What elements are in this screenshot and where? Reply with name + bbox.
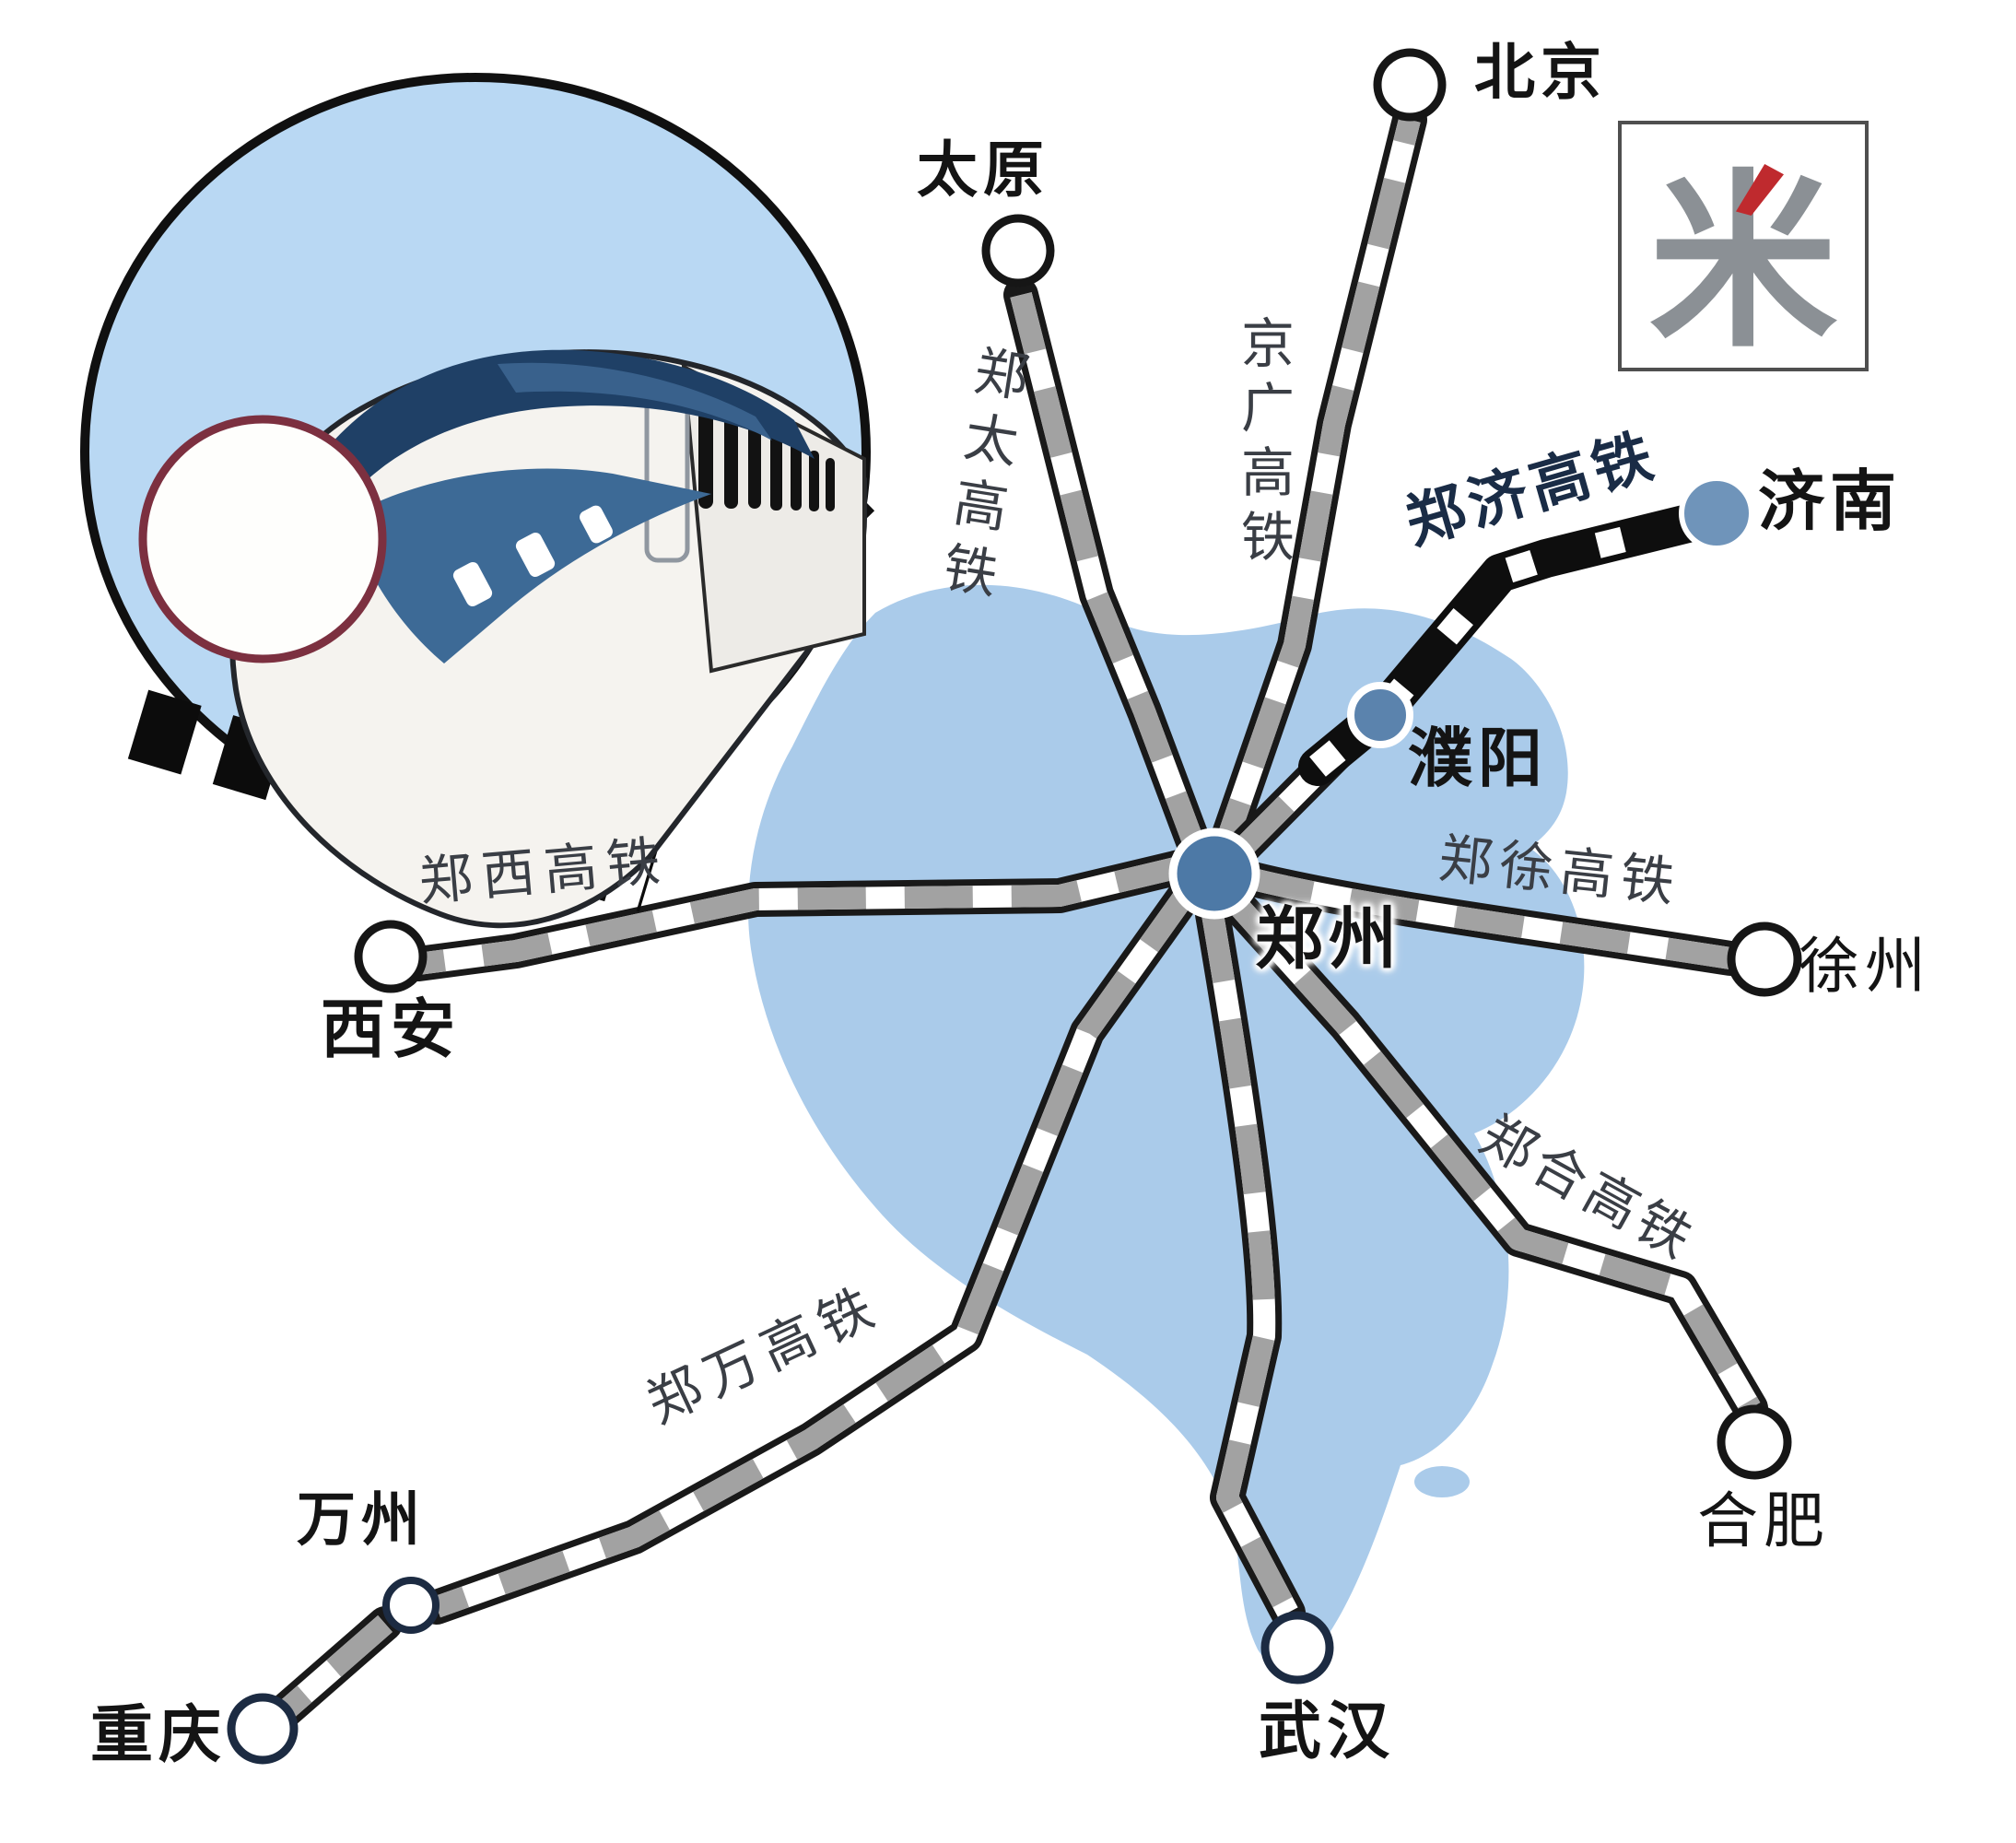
- station-label-wanzhou: 万州: [297, 1486, 426, 1555]
- station-label-hefei: 合肥: [1697, 1485, 1830, 1556]
- station-label-jinan: 济南: [1758, 463, 1903, 540]
- station-label-beijing: 北京: [1474, 37, 1607, 108]
- station-xian: [354, 920, 428, 993]
- station-puyang: [1347, 682, 1413, 748]
- station-label-wuhan: 武汉: [1259, 1696, 1396, 1768]
- station-jinan: [1679, 475, 1754, 551]
- henan-province-shape: [748, 584, 1585, 1667]
- station-taiyuan: [981, 214, 1055, 288]
- windshield-glare: [498, 362, 772, 440]
- station-zhengzhou: [1168, 828, 1260, 920]
- station-chongqing: [227, 1693, 299, 1765]
- station-hefei: [1717, 1404, 1792, 1480]
- station-xuzhou: [1727, 922, 1802, 997]
- station-label-xian: 西安: [321, 992, 461, 1067]
- carriage-windows-icon: [698, 398, 835, 511]
- mi-badge-box: [1618, 121, 1869, 371]
- cab-windows-icon: [452, 505, 613, 606]
- station-label-puyang: 濮阳: [1408, 721, 1548, 796]
- station-wanzhou: [382, 1577, 440, 1634]
- station-label-xuzhou: 徐州: [1799, 931, 1931, 1002]
- station-wuhan: [1260, 1611, 1334, 1685]
- line-label-jingguang: 京广高铁: [1232, 315, 1295, 573]
- station-label-chongqing: 重庆: [90, 1699, 228, 1772]
- province-fragment: [1414, 1466, 1470, 1497]
- line-wanzhou-chongqing-segment: [284, 1624, 385, 1712]
- stations-layer: [227, 48, 1802, 1765]
- station-beijing: [1373, 48, 1447, 122]
- station-label-zhengzhou: 郑州: [1255, 899, 1402, 979]
- train-nose: [138, 415, 387, 663]
- mi-character: 米: [1648, 153, 1838, 373]
- station-label-taiyuan: 太原: [917, 135, 1049, 205]
- train-emblem: [80, 73, 875, 929]
